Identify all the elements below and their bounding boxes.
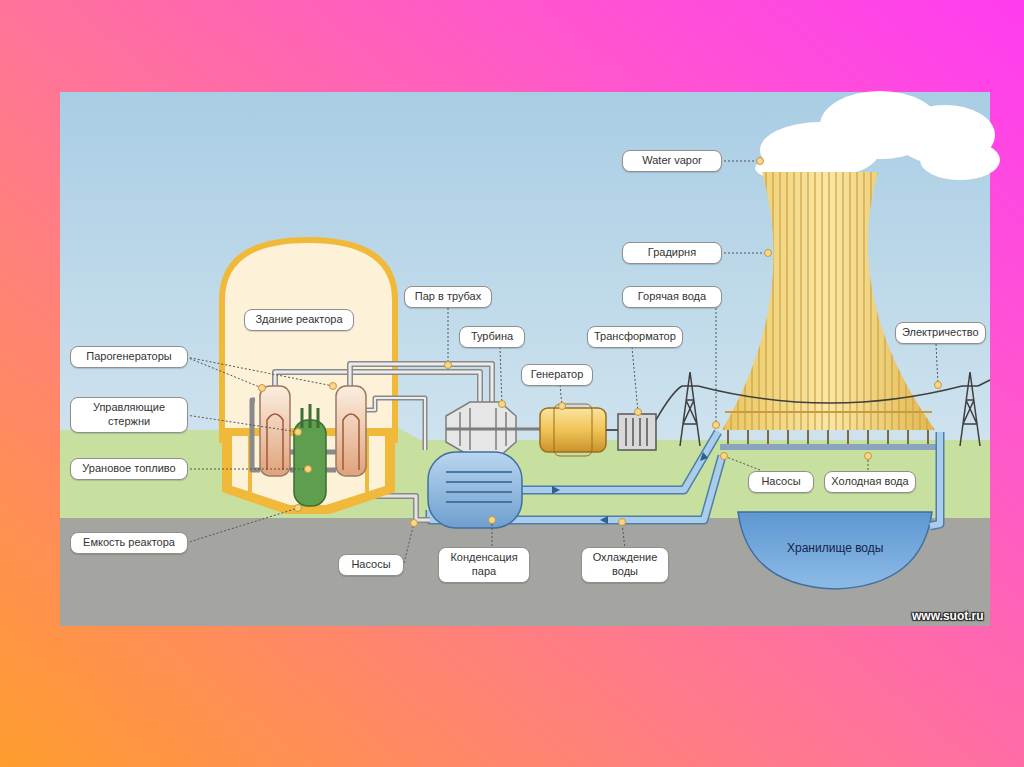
callout-text: Турбина bbox=[466, 330, 518, 344]
callout-label: Горячая вода bbox=[622, 286, 722, 308]
callout-label: Трансформатор bbox=[587, 326, 683, 348]
callout-label: Турбина bbox=[459, 326, 525, 348]
callout-label: Конденсация пара bbox=[438, 547, 530, 583]
callout-text: Генератор bbox=[528, 368, 586, 382]
callout-text: Горячая вода bbox=[629, 290, 715, 304]
callout-label: Насосы bbox=[748, 471, 814, 493]
callout-text: Water vapor bbox=[629, 154, 715, 168]
callout-label: Здание реактора bbox=[244, 309, 354, 331]
callout-label: Градирня bbox=[622, 242, 722, 264]
callout-text: Градирня bbox=[629, 246, 715, 260]
callout-text: Парогенераторы bbox=[77, 350, 181, 364]
callout-text: Насосы bbox=[755, 475, 807, 489]
callout-label: Урановое топливо bbox=[70, 458, 188, 480]
watermark: www.suot.ru bbox=[912, 609, 984, 623]
callout-label: Электричество bbox=[895, 322, 986, 344]
water-storage-label: Хранилище воды bbox=[787, 541, 883, 555]
callout-label: Емкость реактора bbox=[70, 532, 188, 554]
callout-text: Пар в трубах bbox=[411, 290, 485, 304]
callout-text: Здание реактора bbox=[251, 313, 347, 327]
callout-label: Холодная вода bbox=[824, 471, 916, 493]
callout-text: Урановое топливо bbox=[77, 462, 181, 476]
callout-text: Электричество bbox=[902, 326, 979, 340]
callout-text: Конденсация пара bbox=[445, 551, 523, 579]
callout-text: Управляющие стержни bbox=[77, 401, 181, 429]
callout-text: Емкость реактора bbox=[77, 536, 181, 550]
callout-label: Генератор bbox=[521, 364, 593, 386]
callout-text: Насосы bbox=[345, 558, 397, 572]
callout-text: Трансформатор bbox=[594, 330, 676, 344]
callout-label: Насосы bbox=[338, 554, 404, 576]
callout-text: Холодная вода bbox=[831, 475, 909, 489]
callout-label: Парогенераторы bbox=[70, 346, 188, 368]
callout-label: Пар в трубах bbox=[404, 286, 492, 308]
callout-label: Управляющие стержни bbox=[70, 397, 188, 433]
callout-label: Охлаждение воды bbox=[581, 547, 669, 583]
callout-text: Охлаждение воды bbox=[588, 551, 662, 579]
callout-label: Water vapor bbox=[622, 150, 722, 172]
